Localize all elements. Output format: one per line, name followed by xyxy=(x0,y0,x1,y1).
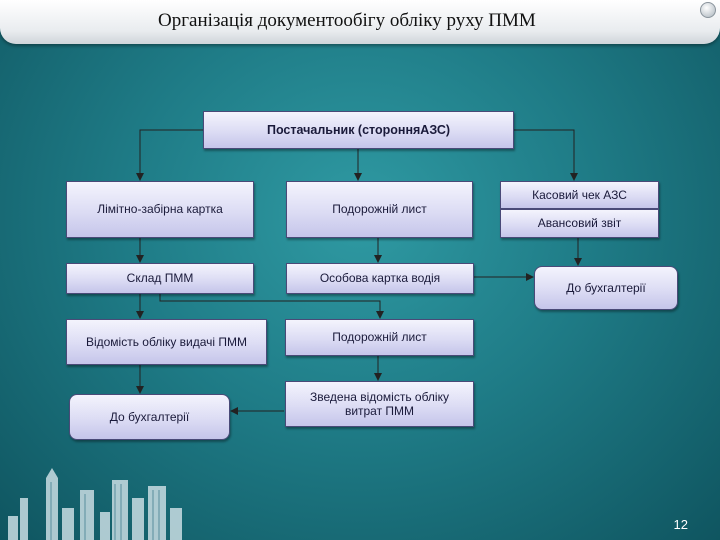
page-number: 12 xyxy=(673,517,688,532)
slide-title: Організація документообігу обліку руху П… xyxy=(158,10,536,31)
advance-report-box: Авансовий звіт xyxy=(500,209,659,238)
driver-card-box: Особова картка водія xyxy=(286,263,474,294)
arrow-supplier-to-cash-check xyxy=(514,129,578,181)
issue-statement-box: Відомість обліку видачі ПММ xyxy=(66,319,267,365)
waybill-top-box: Подорожній лист xyxy=(286,181,473,238)
to-accounting-right-box: До бухгалтерії xyxy=(534,266,678,310)
limit-card-box: Лімітно-забірна картка xyxy=(66,181,254,238)
title-bar: Організація документообігу обліку руху П… xyxy=(0,0,720,44)
cash-check-box: Касовий чек АЗС xyxy=(500,181,659,209)
city-skyline-icon xyxy=(8,468,182,540)
arrow-warehouse-to-waybill-mid xyxy=(159,294,384,319)
arrow-supplier-to-limit-card xyxy=(136,129,203,181)
corner-button-icon xyxy=(700,2,716,18)
warehouse-box: Склад ПММ xyxy=(66,263,254,294)
to-accounting-left-box: До бухгалтерії xyxy=(69,394,230,440)
summary-statement-box: Зведена відомість обліку витрат ПММ xyxy=(285,381,474,427)
supplier-box: Постачальник (сторонняАЗС) xyxy=(203,111,514,149)
waybill-mid-box: Подорожній лист xyxy=(285,319,474,356)
